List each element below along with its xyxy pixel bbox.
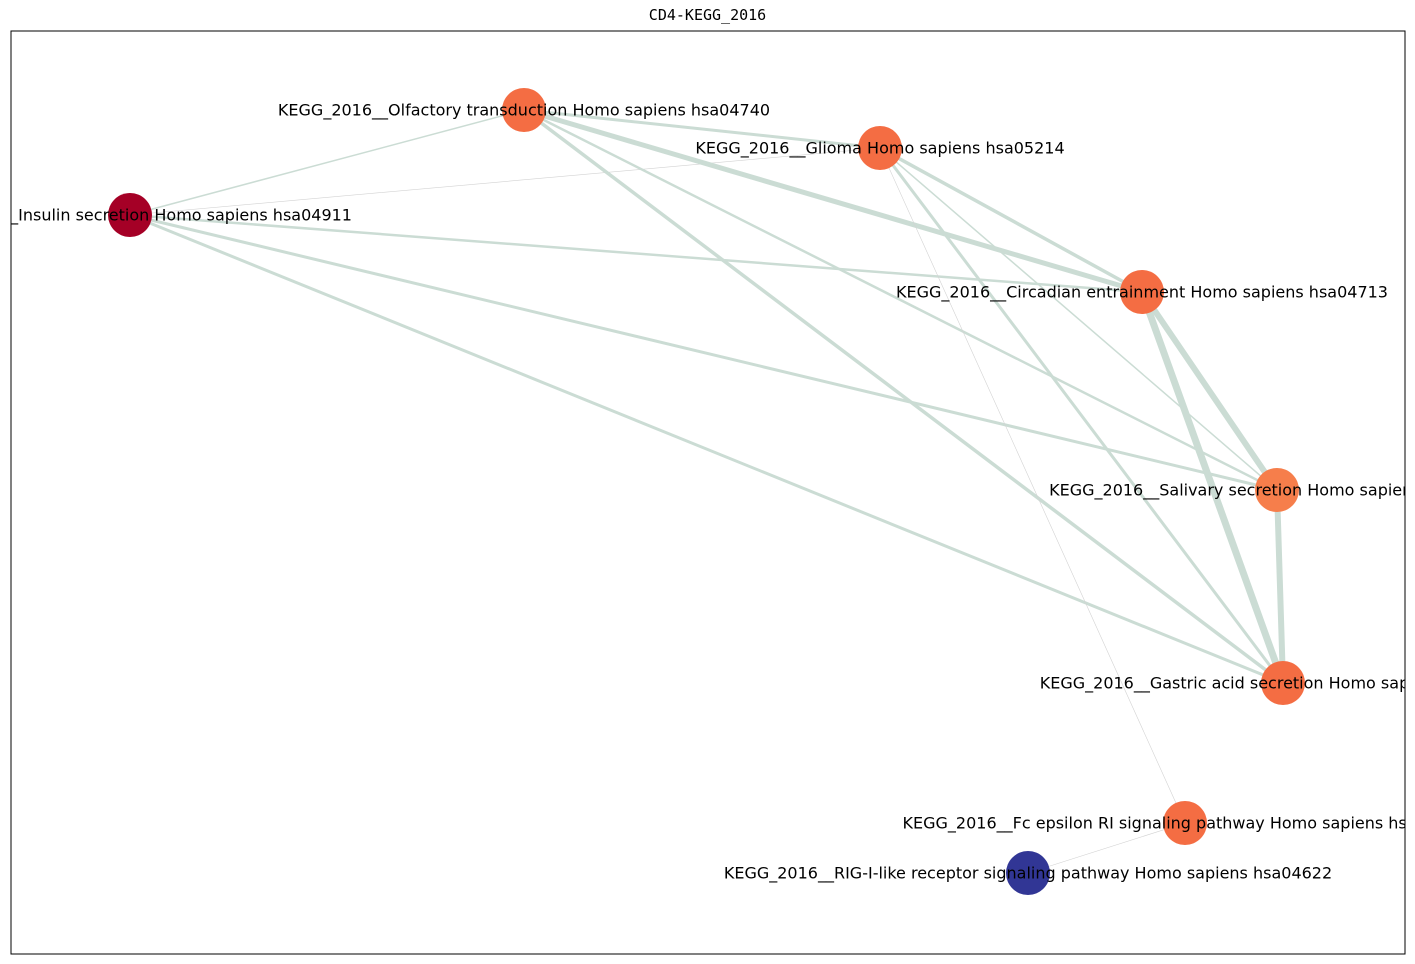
edge-insulin-glioma xyxy=(129,147,881,216)
node-circadian[interactable] xyxy=(1120,270,1164,314)
edge-glioma-salivary xyxy=(879,147,1278,491)
node-rig[interactable] xyxy=(1006,851,1050,895)
edge-insulin-gastric xyxy=(128,213,1285,685)
edges-layer xyxy=(128,107,1287,874)
chart-title: CD4-KEGG_2016 xyxy=(648,6,767,24)
nodes-layer xyxy=(108,88,1305,895)
plot-frame xyxy=(10,30,1406,955)
edge-olfactory-gastric xyxy=(522,108,1285,685)
node-insulin[interactable] xyxy=(108,193,152,237)
edge-olfactory-circadian xyxy=(521,107,1145,295)
node-label-glioma: KEGG_2016__Glioma Homo sapiens hsa05214 xyxy=(695,139,1064,159)
edge-glioma-fc xyxy=(879,147,1186,824)
node-label-gastric: KEGG_2016__Gastric acid secretion Homo s… xyxy=(1040,674,1415,694)
edge-salivary-gastric xyxy=(1274,487,1286,686)
node-label-fc: KEGG_2016__Fc epsilon RI signaling pathw… xyxy=(903,814,1415,834)
edge-fc-rig xyxy=(1027,822,1186,874)
edge-insulin-circadian xyxy=(128,213,1144,294)
edge-insulin-salivary xyxy=(128,213,1279,492)
node-label-olfactory: KEGG_2016__Olfactory transduction Homo s… xyxy=(278,101,770,121)
edge-circadian-salivary xyxy=(1139,289,1280,493)
labels-layer: KEGG_2016__Olfactory transduction Homo s… xyxy=(0,101,1415,884)
node-fc[interactable] xyxy=(1163,801,1207,845)
node-glioma[interactable] xyxy=(858,126,902,170)
node-label-circadian: KEGG_2016__Circadian entrainment Homo sa… xyxy=(896,283,1388,303)
node-label-insulin: KEGG_2016__Insulin secretion Homo sapien… xyxy=(0,206,352,226)
edge-olfactory-glioma xyxy=(522,108,882,150)
node-label-rig: KEGG_2016__RIG-I-like receptor signaling… xyxy=(724,864,1332,884)
edge-circadian-gastric xyxy=(1138,288,1287,687)
node-gastric[interactable] xyxy=(1261,661,1305,705)
edge-glioma-gastric xyxy=(878,146,1285,685)
edge-olfactory-salivary xyxy=(522,108,1279,492)
node-label-salivary: KEGG_2016__Salivary secretion Homo sapie… xyxy=(1049,481,1415,501)
node-olfactory[interactable] xyxy=(502,88,546,132)
node-salivary[interactable] xyxy=(1255,468,1299,512)
edge-insulin-olfactory xyxy=(129,109,525,216)
edge-glioma-circadian xyxy=(878,146,1144,294)
